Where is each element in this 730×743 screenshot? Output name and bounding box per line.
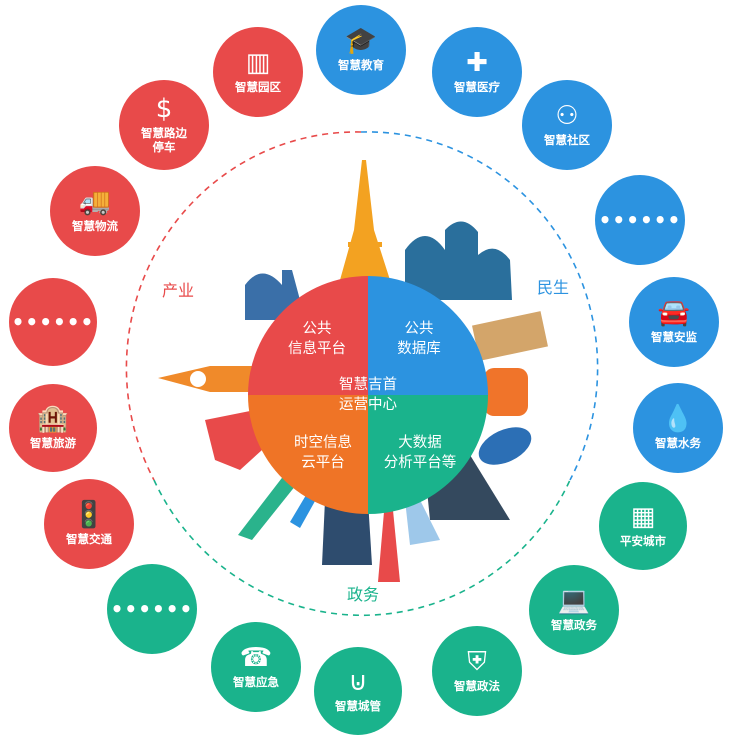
quadrant-public-info [248, 276, 368, 395]
node-hotel-building-14[interactable]: 🏨智慧旅游 [9, 384, 97, 472]
central-pie [248, 276, 488, 514]
dashed-ring-livelihood [360, 131, 599, 481]
phone-24-icon: ☎ [239, 642, 273, 673]
node-label: 智慧水务 [655, 435, 701, 450]
laptop-icon: 💻 [557, 585, 591, 616]
dollar-coin-icon: $ [155, 93, 173, 124]
node-label: 智慧园区 [235, 79, 281, 94]
node-label: 智慧社区 [544, 132, 590, 147]
node-label: •••••• [110, 596, 194, 621]
eiffel-tower-icon [340, 160, 390, 280]
quadrant-text-public-database: 公共 数据库 [397, 321, 441, 357]
quadrant-big-data [368, 395, 488, 514]
node-label: 智慧旅游 [30, 435, 76, 450]
arch-icon [205, 410, 262, 470]
node-water-drops-6[interactable]: 💧智慧水务 [633, 383, 723, 473]
node-car-camera-5[interactable]: 🚘智慧安监 [629, 277, 719, 367]
node-label: 平安城市 [620, 533, 666, 548]
sector-label-industry: 产业 [162, 281, 195, 300]
fire-hydrant-icon: ⛨ [467, 646, 487, 677]
bottom-spire-icon [378, 500, 400, 582]
node-label: 智慧应急 [233, 674, 279, 689]
node-fire-hydrant-9[interactable]: ⛨智慧政法 [432, 626, 522, 716]
node-community-network-3[interactable]: ⚇智慧社区 [522, 80, 612, 170]
gherkin-icon [478, 427, 532, 465]
delivery-truck-icon: 🚚 [78, 186, 112, 217]
city-buildings-icon: ▦ [630, 501, 656, 532]
domes-icon [405, 221, 512, 300]
quadrant-text-big-data: 大数据 分析平台等 [383, 435, 457, 471]
green-spire-icon [238, 470, 300, 540]
city-management-icon: ⊍ [348, 666, 368, 697]
node-label: 智慧路边 停车 [141, 125, 187, 154]
node-more-dots-12[interactable]: •••••• [107, 564, 197, 654]
medical-kit-icon: ✚ [466, 47, 488, 78]
node-label: •••••• [11, 309, 95, 334]
quadrant-text-public-info: 公共 信息平台 [288, 321, 346, 357]
car-camera-icon: 🚘 [657, 297, 691, 328]
node-more-dots-15[interactable]: •••••• [9, 278, 97, 366]
quadrant-public-database [368, 276, 488, 395]
node-dollar-coin-17[interactable]: $智慧路边 停车 [119, 80, 209, 170]
node-medical-kit-2[interactable]: ✚智慧医疗 [432, 27, 522, 117]
graduation-cap-icon: 🎓 [344, 25, 378, 56]
node-label: 智慧安监 [651, 329, 697, 344]
node-building-0[interactable]: ▥智慧园区 [213, 27, 303, 117]
node-graduation-cap-1[interactable]: 🎓智慧教育 [316, 5, 406, 95]
node-city-management-10[interactable]: ⊍智慧城管 [314, 647, 402, 735]
node-delivery-truck-16[interactable]: 🚚智慧物流 [50, 166, 140, 256]
node-label: 智慧教育 [338, 57, 384, 72]
node-more-dots-4[interactable]: •••••• [595, 175, 685, 265]
quadrant-spatial-cloud [248, 395, 368, 514]
dashed-ring-government [153, 479, 571, 617]
sector-label-government: 政务 [347, 585, 380, 604]
node-label: •••••• [598, 207, 682, 232]
quadrant-text-spatial-cloud: 时空信息 云平台 [294, 435, 352, 471]
traffic-light-icon: 🚦 [72, 499, 106, 530]
water-drops-icon: 💧 [661, 403, 695, 434]
node-label: 智慧物流 [72, 218, 118, 233]
node-label: 智慧政务 [551, 617, 597, 632]
sector-label-livelihood: 民生 [537, 278, 570, 297]
node-city-buildings-7[interactable]: ▦平安城市 [599, 482, 687, 570]
node-label: 智慧交通 [66, 531, 112, 546]
round-tower-icon [484, 368, 528, 416]
center-title: 智慧吉首 运营中心 [339, 377, 397, 413]
light-tower-icon [405, 500, 440, 545]
node-traffic-light-13[interactable]: 🚦智慧交通 [44, 479, 134, 569]
node-laptop-8[interactable]: 💻智慧政务 [529, 565, 619, 655]
node-label: 智慧医疗 [454, 79, 500, 94]
dashed-ring-industry [125, 131, 362, 481]
node-label: 智慧政法 [454, 678, 500, 693]
community-network-icon: ⚇ [555, 100, 579, 131]
leaning-tower-icon [472, 311, 548, 361]
node-phone-24-11[interactable]: ☎智慧应急 [211, 622, 301, 712]
hotel-building-icon: 🏨 [36, 403, 70, 434]
bottom-cathedral-icon [322, 500, 372, 565]
landmark-silhouettes [158, 160, 548, 582]
capitol-icon [245, 270, 300, 320]
node-label: 智慧城管 [335, 698, 381, 713]
building-icon: ▥ [245, 47, 271, 78]
